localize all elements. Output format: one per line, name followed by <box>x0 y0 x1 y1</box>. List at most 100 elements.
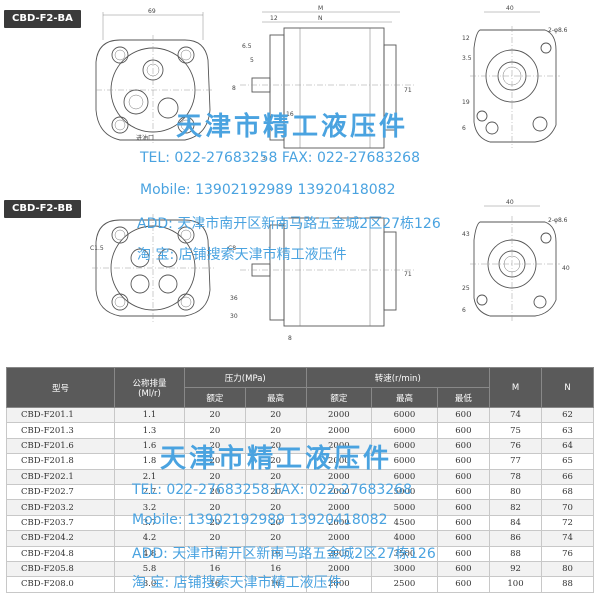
flange-view-bb: C1.5 <box>90 214 214 322</box>
table-cell: 2000 <box>305 514 373 532</box>
watermark-address-bottom: ADD: 天津市南开区新南马路五金城2区27栋126 <box>132 546 436 562</box>
dim-12-end: 12 <box>462 35 470 42</box>
table-cell: 20 <box>244 437 307 455</box>
watermark-shop-bottom: 淘 宝: 店铺搜索天津市精工液压件 <box>132 575 342 591</box>
watermark-shop-top: 淘 宝: 店铺搜索天津市精工液压件 <box>137 247 347 263</box>
technical-drawing-area: CBD-F2-BA CBD-F2-BB 69 进油口 M <box>4 5 570 342</box>
hole-spec-bb: 2-φ8.6 <box>548 217 568 224</box>
watermark-mobile-top: Mobile: 13902192989 13920418082 <box>140 182 396 198</box>
table-cell: CBD-F208.0 <box>6 576 115 593</box>
table-cell: 600 <box>436 483 491 501</box>
dim-40-bb: 40 <box>506 199 514 206</box>
table-cell: 20 <box>244 406 307 424</box>
table-cell: 80 <box>541 560 594 578</box>
table-cell: 20 <box>184 530 246 547</box>
hole-spec-ba: 2-φ8.6 <box>548 27 568 34</box>
table-cell: 63 <box>541 422 594 439</box>
table-cell: 6000 <box>371 422 438 439</box>
side-view-ba: M 12 N 6.5 5 16 3 71 8 <box>232 5 415 162</box>
dim-12-ba: 12 <box>270 15 278 22</box>
header-m: M <box>489 367 542 408</box>
table-cell: 2000 <box>305 483 373 501</box>
table-cell: CBD-F204.2 <box>6 530 115 547</box>
table-cell: 2000 <box>305 406 373 424</box>
table-cell: 16 <box>244 576 307 593</box>
table-cell: 20 <box>184 422 246 439</box>
header-pressure-rated: 额定 <box>184 387 246 408</box>
pump-drawings: 69 进油口 M 12 N <box>90 5 570 342</box>
dim-71-ba: 71 <box>404 87 412 94</box>
table-cell: 20 <box>244 483 307 501</box>
table-cell: CBD-F203.7 <box>6 514 115 532</box>
table-cell: 68 <box>541 483 594 501</box>
table-cell: 1.6 <box>114 437 185 455</box>
table-cell: 2000 <box>305 468 373 485</box>
table-cell: 2000 <box>305 437 373 455</box>
table-cell: 6000 <box>371 406 438 424</box>
watermark-tel-bottom: TEL: 022-27683258 FAX: 022-27683268 <box>132 482 412 498</box>
table-cell: CBD-F202.1 <box>6 468 115 485</box>
table-cell: 20 <box>184 453 246 470</box>
spec-table-container: 型号 公称排量 (Ml/r) 压力(MPa) 转速(r/min) M N 额定 … <box>6 367 594 593</box>
table-cell: 3.2 <box>114 499 185 516</box>
dim-3-ba: 3 <box>262 155 266 162</box>
table-cell: 2000 <box>305 453 373 470</box>
header-speed-min: 最低 <box>436 387 491 408</box>
end-view-ba: 40 2-φ8.6 12 3.5 19 6 <box>462 5 568 148</box>
inlet-port-label: 进油口 <box>136 134 154 142</box>
table-cell: 20 <box>244 422 307 439</box>
table-cell: 3.7 <box>114 514 185 532</box>
table-cell: 600 <box>436 437 491 455</box>
header-speed-max: 最高 <box>371 387 438 408</box>
header-model: 型号 <box>6 367 115 408</box>
dim-35-end: 3.5 <box>462 55 472 62</box>
table-cell: 600 <box>436 499 491 516</box>
table-cell: 86 <box>489 530 542 547</box>
model-tag-ba: CBD-F2-BA <box>4 10 81 28</box>
table-cell: 20 <box>244 514 307 532</box>
table-cell: 600 <box>436 560 491 578</box>
table-cell: 2000 <box>305 530 373 547</box>
table-cell: 77 <box>489 453 542 470</box>
table-cell: 600 <box>436 576 491 593</box>
dim-8-ba: 8 <box>232 85 236 92</box>
watermark-tel-top: TEL: 022-27683258 FAX: 022-27683268 <box>140 150 420 166</box>
dim-19-end: 19 <box>462 99 470 106</box>
header-speed-rated: 额定 <box>305 387 373 408</box>
header-displacement: 公称排量 (Ml/r) <box>114 367 185 408</box>
table-cell: 82 <box>489 499 542 516</box>
table-cell: 16 <box>184 545 246 562</box>
dim-16-ba: 16 <box>286 111 294 118</box>
table-cell: 2000 <box>305 576 373 593</box>
table-cell: 20 <box>244 453 307 470</box>
table-cell: CBD-F204.8 <box>6 545 115 562</box>
table-cell: 66 <box>541 468 594 485</box>
dim-36-bb: 36 <box>230 295 238 302</box>
table-cell: 6000 <box>371 453 438 470</box>
table-cell: 1.1 <box>114 406 185 424</box>
watermark-address-top: ADD: 天津市南开区新南马路五金城2区27栋126 <box>137 216 441 232</box>
table-cell: 600 <box>436 545 491 562</box>
dim-43-bb: 43 <box>462 231 470 238</box>
table-cell: 6000 <box>371 437 438 455</box>
table-cell: 20 <box>244 468 307 485</box>
table-cell: CBD-F201.8 <box>6 453 115 470</box>
header-pressure: 压力(MPa) <box>184 367 307 388</box>
dim-71-bb: 71 <box>404 271 412 278</box>
table-cell: 84 <box>489 514 542 532</box>
dim-c8-bb: C8 <box>228 245 236 252</box>
side-view-bb: C8 71 8 36 30 <box>228 217 415 342</box>
table-cell: 88 <box>489 545 542 562</box>
table-cell: 600 <box>436 453 491 470</box>
table-cell: 20 <box>184 406 246 424</box>
